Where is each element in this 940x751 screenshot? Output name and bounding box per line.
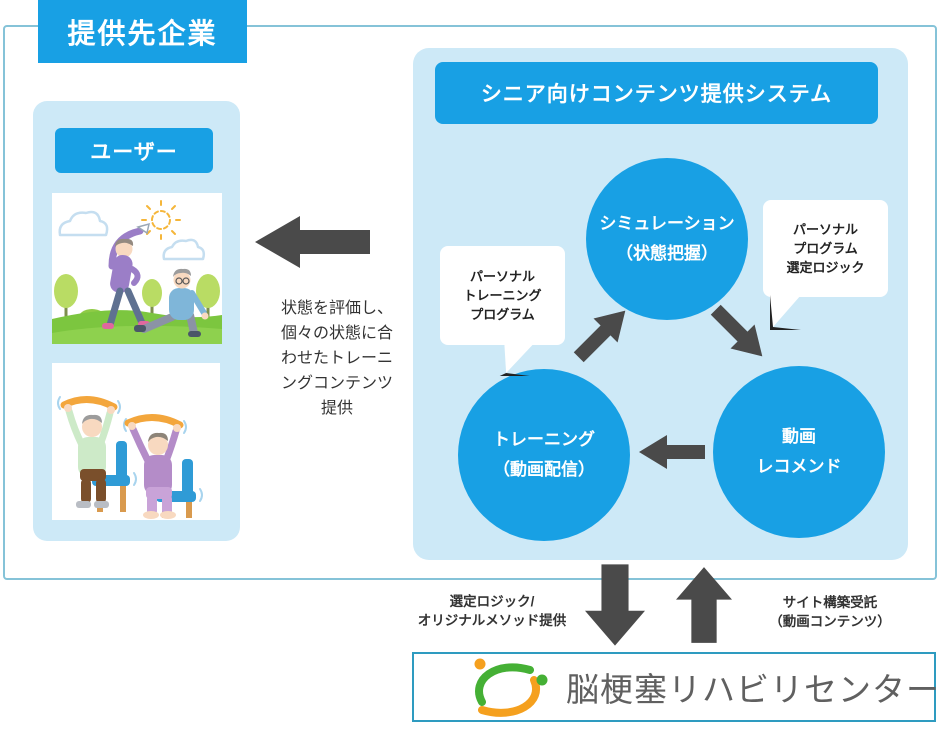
bubble-left-line: プログラム bbox=[470, 307, 535, 322]
rehab-center-logo-icon bbox=[474, 658, 548, 717]
arrow-left-icon bbox=[255, 216, 370, 268]
flow-description-line: 提供 bbox=[320, 400, 353, 417]
system-title: シニア向けコンテンツ提供システム bbox=[435, 62, 878, 124]
bubble-personal-training-program: パーソナル トレーニング プログラム bbox=[440, 246, 565, 376]
node-training: トレーニング （動画配信） bbox=[458, 369, 630, 541]
bubble-personal-program-logic: パーソナル プログラム 選定ロジック bbox=[763, 200, 888, 330]
label-logic-provided: 選定ロジック/ オリジナルメソッド提供 bbox=[397, 592, 587, 630]
node-simulation-line2: （状態把握） bbox=[616, 244, 718, 263]
label-logic-line: 選定ロジック/ bbox=[449, 594, 535, 609]
arrow-up-icon bbox=[676, 563, 732, 647]
bubble-tail bbox=[770, 295, 801, 330]
bubble-left-line: トレーニング bbox=[463, 288, 542, 303]
node-recommend-line1: 動画 bbox=[782, 427, 816, 446]
bubble-left-line: パーソナル bbox=[469, 269, 535, 284]
system-panel: シニア向けコンテンツ提供システム シミュレーション （状態把握） トレーニング … bbox=[413, 48, 908, 560]
partner-box: 脳梗塞リハビリセンター bbox=[412, 652, 939, 722]
node-recommend: 動画 レコメンド bbox=[713, 366, 885, 538]
label-site-line: サイト構築受託 bbox=[782, 595, 878, 610]
bubble-right-line: 選定ロジック bbox=[786, 260, 865, 275]
node-recommend-line2: レコメンド bbox=[756, 457, 842, 476]
label-logic-line: オリジナルメソッド提供 bbox=[417, 613, 567, 628]
chair-exercise-image bbox=[52, 363, 220, 520]
user-label: ユーザー bbox=[55, 128, 213, 173]
flow-description-line: わせたトレーニ bbox=[280, 350, 393, 367]
outdoor-exercise-illustration bbox=[52, 193, 222, 344]
bubble-right-line: プログラム bbox=[793, 241, 858, 256]
label-site-build: サイト構築受託 （動画コンテンツ） bbox=[735, 593, 925, 631]
flow-description: 状態を評価し、 個々の状態に合 わせたトレーニ ングコンテンツ 提供 bbox=[248, 296, 426, 421]
outdoor-exercise-image bbox=[52, 193, 222, 344]
provider-title: 提供先企業 bbox=[38, 0, 247, 63]
user-panel: ユーザー bbox=[33, 101, 240, 541]
arrow-down-icon bbox=[585, 563, 645, 647]
node-simulation: シミュレーション （状態把握） bbox=[586, 158, 748, 320]
bubble-right-line: パーソナル bbox=[792, 222, 858, 237]
node-training-line2: （動画配信） bbox=[493, 460, 595, 479]
node-simulation-line1: シミュレーション bbox=[599, 214, 735, 233]
partner-name: 脳梗塞リハビリセンター bbox=[566, 671, 940, 708]
arrow-down-right-icon bbox=[702, 296, 776, 370]
chair-exercise-illustration bbox=[52, 363, 220, 520]
arrow-left-cycle-icon bbox=[639, 433, 705, 471]
node-training-line1: トレーニング bbox=[493, 430, 595, 449]
flow-description-line: 個々の状態に合 bbox=[280, 325, 393, 342]
arrow-up-right-icon bbox=[565, 297, 639, 371]
flow-description-line: ングコンテンツ bbox=[280, 375, 393, 392]
label-site-line: （動画コンテンツ） bbox=[769, 614, 891, 629]
flow-description-line: 状態を評価し、 bbox=[280, 300, 393, 317]
bubble-tail bbox=[499, 343, 535, 376]
